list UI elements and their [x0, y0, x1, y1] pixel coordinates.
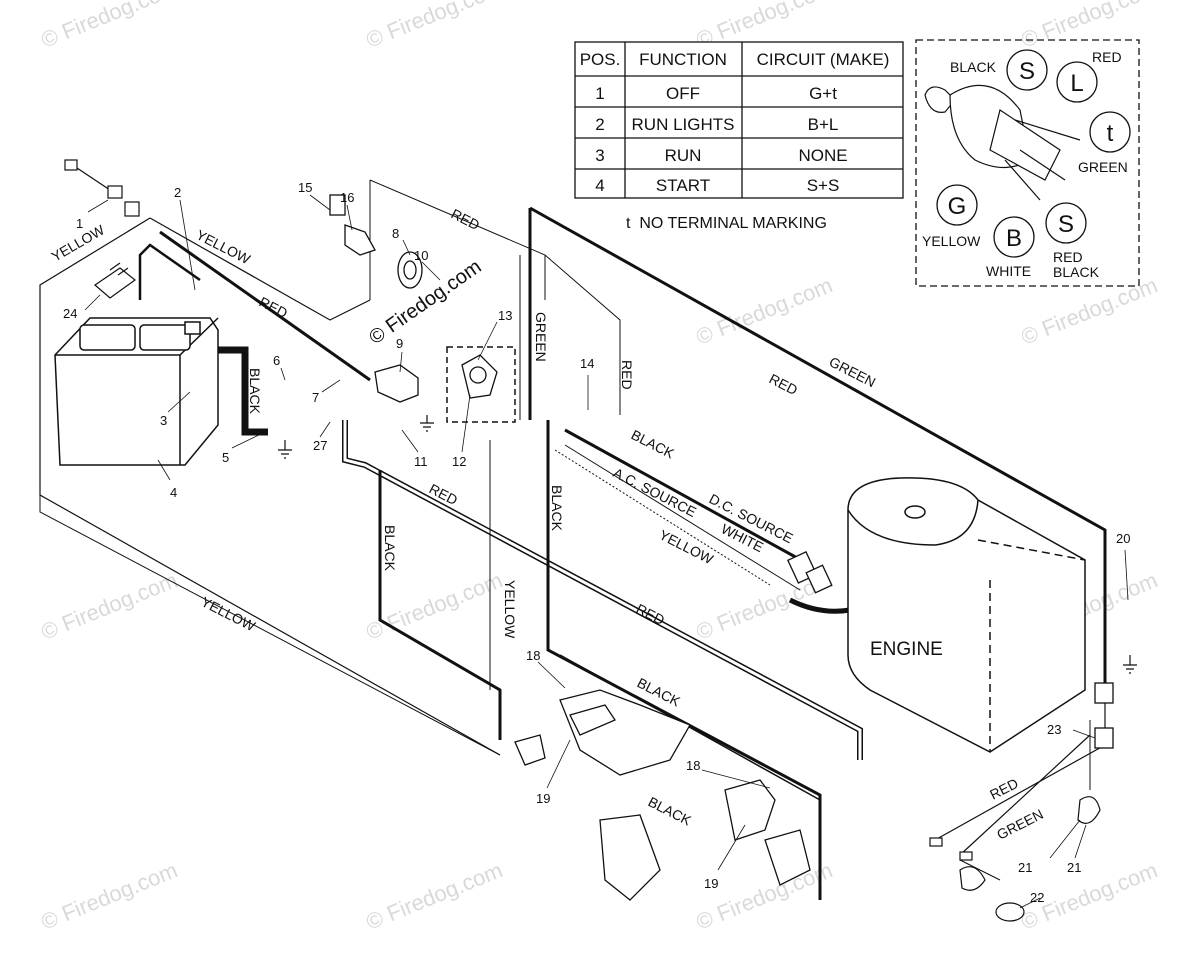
watermark: © Firedog.com	[693, 857, 836, 934]
terminal-s: S	[1058, 211, 1074, 238]
callout-number: 1	[76, 216, 83, 231]
callout-number: 12	[452, 454, 466, 469]
callout-number: 5	[222, 450, 229, 465]
wire-label-red: RED	[767, 370, 801, 398]
table-header: CIRCUIT (MAKE)	[757, 50, 890, 69]
callout-number: 2	[174, 185, 181, 200]
callout-number: 4	[170, 485, 177, 500]
callout-number: 10	[414, 248, 428, 263]
callout-number: 3	[160, 413, 167, 428]
center-watermark: © Firedog.com	[365, 256, 485, 349]
wire-label-red: RED	[987, 775, 1021, 803]
watermark: © Firedog.com	[38, 857, 181, 934]
callout-number: 24	[63, 306, 77, 321]
terminal-s: S	[1019, 58, 1035, 85]
ignition-switch-detail: S L t G B S BLACK RED GREEN YELLOW WHITE…	[915, 39, 1140, 287]
ignition-switch-part	[461, 354, 498, 399]
terminal-color-label: RED	[1092, 49, 1122, 65]
watermark: © Firedog.com	[363, 0, 506, 53]
wire-label-black: BLACK	[382, 525, 398, 572]
callout-number: 6	[273, 353, 280, 368]
terminal-t: t	[1107, 120, 1114, 147]
table-cell: S+S	[807, 176, 840, 195]
watermark: © Firedog.com	[363, 567, 506, 644]
watermark: © Firedog.com	[1018, 0, 1161, 53]
wire-label-red: RED	[449, 205, 483, 233]
engine-label: ENGINE	[870, 639, 943, 660]
callout-number: 16	[340, 190, 354, 205]
table-cell: 2	[595, 115, 604, 134]
table-cell: START	[656, 176, 710, 195]
table-cell: 4	[595, 176, 604, 195]
wire-label-ac-source: A.C. SOURCE	[611, 464, 699, 520]
battery-connector	[94, 262, 136, 299]
wire-label-black: BLACK	[247, 368, 263, 415]
wire-label-black: BLACK	[629, 426, 678, 461]
wire-label-black: BLACK	[635, 674, 684, 709]
brake-switch	[599, 779, 811, 901]
table-header: POS.	[580, 50, 621, 69]
engine-connectors	[787, 551, 1114, 749]
table-header: FUNCTION	[639, 50, 727, 69]
table-cell: NONE	[798, 146, 847, 165]
watermark: © Firedog.com	[363, 857, 506, 934]
callout-number: 9	[396, 336, 403, 351]
callout-number: 21	[1067, 860, 1081, 875]
table-cell: 1	[595, 84, 604, 103]
watermark: © Firedog.com	[38, 0, 181, 53]
terminal-color-label: YELLOW	[922, 233, 981, 249]
terminal-color-label: BLACK	[950, 59, 997, 75]
wire-label-yellow: YELLOW	[502, 580, 518, 639]
callout-number: 19	[704, 876, 718, 891]
callout-number: 23	[1047, 722, 1061, 737]
callout-number: 8	[392, 226, 399, 241]
engine	[847, 477, 1086, 753]
callout-number: 27	[313, 438, 327, 453]
wire-label-red: RED	[257, 293, 291, 321]
table-cell: G+t	[809, 84, 837, 103]
callout-number: 19	[536, 791, 550, 806]
table-cell: B+L	[808, 115, 839, 134]
callout-number: 13	[498, 308, 512, 323]
headlights	[929, 796, 1101, 922]
table-cell: OFF	[666, 84, 700, 103]
callout-number: 7	[312, 390, 319, 405]
wire-label-red: RED	[619, 360, 635, 390]
wire-label-green: GREEN	[533, 312, 549, 362]
terminal-b: B	[1006, 225, 1022, 252]
battery	[54, 317, 219, 466]
callouts	[84, 194, 1129, 909]
callout-number: 21	[1018, 860, 1032, 875]
harness-plug	[64, 159, 140, 217]
terminal-color-label: WHITE	[986, 263, 1031, 279]
callout-number: 18	[686, 758, 700, 773]
callout-number: 11	[414, 454, 428, 469]
terminal-color-label: RED	[1053, 249, 1083, 265]
seat-switch	[514, 689, 691, 776]
wire-label-green: GREEN	[994, 806, 1046, 843]
callout-number: 14	[580, 356, 594, 371]
table-note: t NO TERMINAL MARKING	[626, 215, 827, 232]
wire-label-black: BLACK	[549, 485, 565, 532]
callout-number: 18	[526, 648, 540, 663]
terminal-g: G	[948, 193, 967, 220]
table-cell: RUN	[665, 146, 702, 165]
terminal-color-label: GREEN	[1078, 159, 1128, 175]
watermark: © Firedog.com	[38, 567, 181, 644]
wire-label-green: GREEN	[827, 353, 879, 390]
callout-number: 22	[1030, 890, 1044, 905]
terminal-l: L	[1070, 70, 1083, 97]
terminal-color-label: BLACK	[1053, 264, 1100, 280]
table-cell: 3	[595, 146, 604, 165]
callout-number: 20	[1116, 531, 1130, 546]
switch-function-table: POS. FUNCTION CIRCUIT (MAKE) 1 OFF G+t 2…	[574, 41, 904, 232]
callout-number: 15	[298, 180, 312, 195]
wire-label-black: BLACK	[646, 793, 695, 828]
table-cell: RUN LIGHTS	[632, 115, 735, 134]
solenoid	[329, 194, 423, 403]
callout-labels: 1 2 3 4 5 6 7 8 9 10 11 12 13 14 15 16 1…	[63, 180, 1130, 905]
ground-symbols	[278, 415, 1137, 674]
